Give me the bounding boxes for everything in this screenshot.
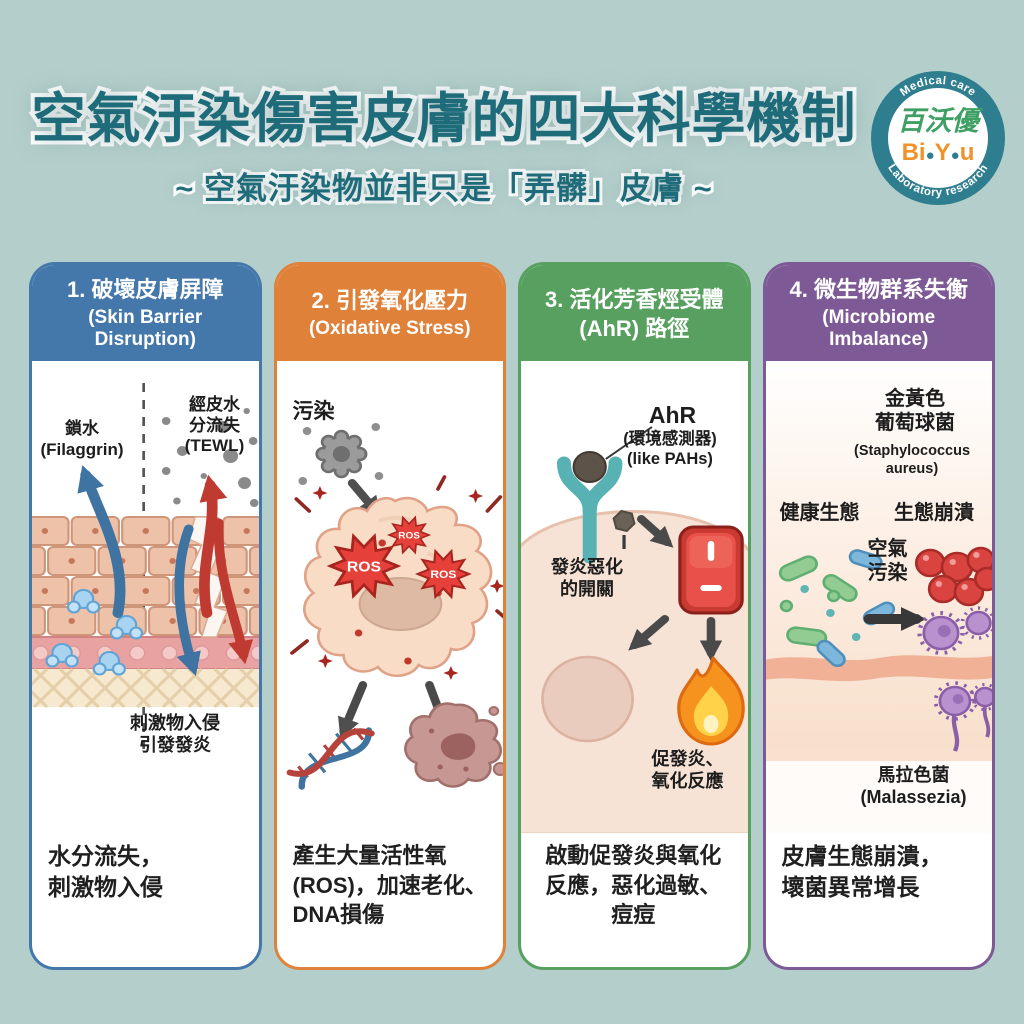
label-staph-zh: 金黃色 葡萄球菌	[875, 388, 955, 435]
ahr-illustration: AhR (環境感測器) (like PAHs) 發炎惡化 的開關 促發炎、 氧化…	[521, 361, 748, 833]
healthy-bacteria	[778, 549, 895, 668]
card2-title: 2. 引發氧化壓力	[311, 288, 468, 314]
label-filaggrin: 鎖水 (Filaggrin)	[40, 419, 124, 459]
card1-title: 1. 破壞皮膚屏障	[67, 277, 224, 303]
water-lock-arrow	[77, 465, 126, 618]
ros-star-mid: ROS	[414, 548, 472, 600]
card2-caption: 產生大量活性氧 (ROS)，加速老化、 DNA損傷	[292, 843, 487, 928]
microbiome-art	[765, 361, 992, 833]
card1-caption: 水分流失， 刺激物入侵	[48, 843, 163, 901]
logo-badge: Medical care Laboratory research 百沃優 Bi●…	[871, 71, 1005, 205]
cell-nucleus	[541, 655, 634, 743]
title-block: 空氣汙染傷害皮膚的四大科學機制 ~ 空氣汙染物並非只是「弄髒」皮膚 ~	[0, 74, 888, 209]
card4-title: 4. 微生物群系失衡	[789, 277, 968, 303]
receptor-to-switch-arrow	[636, 515, 674, 548]
malassezia-tail	[982, 706, 990, 738]
pah-particle	[572, 451, 607, 483]
card-microbiome: 4. 微生物群系失衡 (Microbiome Imbalance)	[762, 262, 995, 970]
pollution-dots	[161, 406, 259, 507]
label-irritant-invasion: 刺激物入侵 引發發炎	[130, 713, 220, 755]
card3-subtitle: (AhR) 路徑	[579, 316, 690, 342]
cell-to-dna-arrow	[337, 681, 367, 739]
card3-caption: 啟動促發炎與氧化 反應，惡化過敏、 痘痘	[545, 843, 722, 928]
card2-subtitle: (Oxidative Stress)	[308, 317, 471, 339]
label-tewl: 經皮水 分流失 (TEWL)	[184, 395, 245, 456]
label-inflammation-switch: 發炎惡化 的開關	[551, 557, 623, 599]
ahr-receptor	[556, 451, 623, 564]
microbiome-illustration: 金黃色 葡萄球菌 (Staphylococcus aureus) 健康生態 生態…	[765, 361, 992, 833]
label-ahr-sub: (環境感測器) (like PAHs)	[623, 430, 717, 469]
label-healthy-flora: 健康生態	[779, 502, 860, 524]
damaged-cell	[403, 702, 503, 788]
label-malassezia: 馬拉色菌 (Malassezia)	[860, 765, 967, 807]
skin-barrier-illustration: 鎖水 (Filaggrin) 經皮水 分流失 (TEWL) 刺激物入侵 引發發炎	[32, 361, 259, 833]
card4-header: 4. 微生物群系失衡 (Microbiome Imbalance)	[765, 265, 992, 361]
card2-header: 2. 引發氧化壓力 (Oxidative Stress)	[276, 265, 503, 361]
label-ahr: AhR	[648, 402, 697, 428]
page-subtitle: ~ 空氣汙染物並非只是「弄髒」皮膚 ~	[172, 168, 714, 209]
ros-text: ROS	[346, 559, 380, 575]
label-air-pollution: 空氣 污染	[867, 538, 908, 585]
card3-title: 3. 活化芳香烴受體	[545, 286, 724, 312]
logo-brand-name: Bi●Y●u	[902, 139, 975, 166]
tewl-arrow	[199, 474, 228, 618]
mechanism-cards: 1. 破壞皮膚屏障 (Skin Barrier Disruption)	[0, 262, 1024, 970]
label-pointer-line	[605, 426, 653, 460]
skin-cell	[302, 496, 492, 677]
skin-surface-band	[765, 655, 992, 682]
water-molecules	[45, 589, 144, 676]
fade-to-white	[765, 761, 992, 833]
irritant-arrow-blue	[174, 524, 201, 676]
ros-text: ROS	[430, 568, 456, 581]
irritant-arrow-red	[213, 518, 254, 665]
label-flora-collapse: 生態崩潰	[894, 502, 974, 524]
label-staph-en: (Staphylococcus aureus)	[853, 443, 971, 477]
ahr-art	[521, 426, 748, 833]
card-skin-barrier: 1. 破壞皮膚屏障 (Skin Barrier Disruption)	[29, 262, 262, 970]
malassezia-tail	[951, 712, 959, 752]
card3-header: 3. 活化芳香烴受體 (AhR) 路徑	[521, 265, 748, 361]
skin-lattice-layer	[32, 667, 259, 709]
staph-highlights	[922, 552, 980, 590]
flame-icon	[677, 656, 745, 746]
oxidative-stress-art: ROS ROS ROS	[286, 423, 503, 790]
page-title: 空氣汙染傷害皮膚的四大科學機制	[28, 85, 860, 153]
switch-to-nucleus-arrow	[628, 615, 670, 651]
pollutant-fragment	[612, 509, 636, 533]
card-ahr-pathway: 3. 活化芳香烴受體 (AhR) 路徑	[518, 262, 751, 970]
card-oxidative-stress: 2. 引發氧化壓力 (Oxidative Stress)	[273, 262, 506, 970]
card1-header: 1. 破壞皮膚屏障 (Skin Barrier Disruption)	[32, 265, 259, 361]
ros-star-large: ROS	[326, 532, 401, 600]
card4-caption: 皮膚生態崩潰， 壞菌異常增長	[781, 843, 943, 901]
oxidative-stress-illustration: ROS ROS ROS	[277, 361, 503, 833]
switch-off-mark	[700, 585, 722, 591]
pollution-particle	[297, 423, 383, 485]
label-pollution: 污染	[292, 400, 335, 423]
malassezia-cells	[916, 606, 992, 752]
ros-text: ROS	[398, 531, 420, 542]
bioyou-logo: Medical care Laboratory research 百沃優 Bi●…	[868, 68, 1008, 208]
page-header: 空氣汙染傷害皮膚的四大科學機制 ~ 空氣汙染物並非只是「弄髒」皮膚 ~ Medi…	[0, 0, 1024, 262]
logo-face	[888, 88, 988, 188]
dna-helix	[286, 727, 375, 790]
skin-barrier-art	[32, 383, 259, 753]
ros-star-small: ROS	[386, 515, 431, 555]
card1-subtitle: (Skin Barrier Disruption)	[88, 306, 203, 350]
inflammation-switch	[678, 525, 744, 615]
stress-spark-stars	[311, 486, 503, 680]
logo-chinese-name: 百沃優	[898, 106, 984, 136]
cell-nucleus	[358, 577, 442, 631]
stress-sparks	[289, 475, 503, 655]
card4-subtitle: (Microbiome Imbalance)	[822, 306, 936, 350]
switch-on-mark	[707, 541, 715, 561]
label-pro-inflammation: 促發炎、 氧化反應	[651, 749, 724, 791]
